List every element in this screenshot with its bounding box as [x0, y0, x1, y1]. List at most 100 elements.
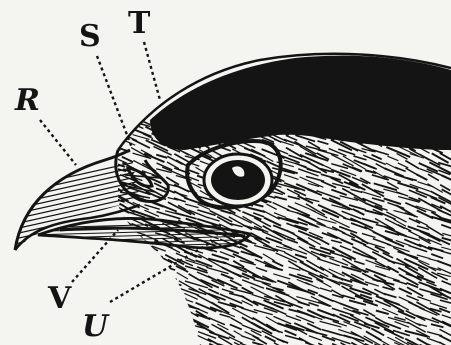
hatch-stroke: [340, 246, 351, 251]
hatch-stroke: [156, 155, 167, 158]
hatch-stroke: [112, 267, 123, 272]
hatch-stroke: [141, 294, 159, 302]
hatch-stroke: [153, 202, 177, 211]
hatch-stroke: [108, 261, 130, 271]
hatch-stroke: [112, 283, 130, 290]
hatch-stroke: [143, 308, 161, 315]
hatch-stroke: [208, 318, 224, 325]
hatch-stroke: [309, 336, 322, 341]
hatch-stroke: [354, 261, 365, 264]
hatch-stroke: [285, 331, 297, 336]
hatch-stroke: [152, 331, 175, 343]
hatch-stroke: [341, 240, 353, 245]
hatch-stroke: [431, 254, 443, 258]
hatch-stroke: [152, 300, 173, 310]
hatch-stroke: [141, 315, 161, 325]
hatch-stroke: [166, 274, 177, 280]
hatch-stroke: [166, 308, 178, 313]
hatch-stroke: [371, 328, 384, 335]
hatch-stroke: [155, 275, 167, 281]
hatch-stroke: [112, 254, 124, 260]
hatch-stroke: [372, 198, 385, 201]
hatch-stroke: [340, 303, 359, 310]
hatch-stroke: [175, 335, 189, 339]
hatch-stroke: [263, 254, 275, 261]
hatch-stroke: [167, 294, 186, 301]
hatch-stroke: [119, 323, 137, 328]
label-v: V: [47, 281, 72, 316]
hatch-stroke: [256, 267, 267, 271]
hatch-stroke: [167, 302, 178, 305]
hatch-stroke: [439, 329, 451, 335]
hatch-stroke: [110, 300, 132, 311]
hatch-stroke: [208, 289, 219, 294]
hatch-stroke: [132, 331, 147, 336]
hatch-stroke: [110, 120, 122, 124]
hatch-stroke: [382, 308, 398, 315]
hatch-stroke: [317, 141, 328, 144]
hatch-stroke: [113, 309, 126, 312]
hatch-stroke: [353, 209, 365, 215]
hatch-stroke: [244, 143, 256, 148]
hatch-stroke: [185, 204, 198, 208]
hatch-stroke: [306, 204, 325, 215]
hatch-stroke: [153, 316, 166, 322]
hatch-stroke: [107, 293, 122, 298]
hatch-stroke: [145, 267, 163, 275]
hatch-stroke: [164, 289, 187, 299]
hatch-stroke: [243, 225, 264, 231]
hatch-stroke: [319, 295, 334, 301]
hatch-stroke: [119, 317, 143, 329]
hatch-stroke: [406, 295, 419, 300]
hatch-stroke: [396, 192, 408, 196]
eye-iris: [211, 160, 265, 200]
hatch-stroke: [437, 261, 451, 269]
hatch-stroke: [376, 311, 389, 315]
hatch-stroke: [417, 338, 429, 345]
hatch-stroke: [134, 280, 148, 285]
hatch-stroke: [329, 258, 348, 265]
hatch-stroke: [286, 135, 297, 140]
hatch-stroke: [152, 322, 163, 327]
hatch-stroke: [431, 324, 443, 327]
hatch-stroke: [121, 251, 133, 257]
hatch-stroke: [383, 276, 399, 281]
hatch-stroke: [141, 322, 158, 329]
hatch-stroke: [108, 332, 123, 338]
hatch-stroke: [121, 331, 131, 334]
hatch-stroke: [442, 175, 451, 183]
hatch-stroke: [350, 189, 362, 192]
hatch-stroke: [273, 274, 290, 279]
hatch-stroke: [230, 324, 242, 329]
hatch-stroke: [332, 308, 354, 315]
hatch-stroke: [167, 325, 182, 330]
hatch-stroke: [122, 268, 142, 279]
hatch-stroke: [130, 311, 150, 321]
hatch-stroke: [153, 339, 174, 345]
hatch-stroke: [362, 233, 376, 237]
hatch-stroke: [277, 339, 288, 343]
hatch-stroke: [156, 289, 167, 295]
hatch-stroke: [113, 139, 123, 142]
hatch-stroke: [441, 247, 451, 250]
label-s: S: [79, 19, 101, 54]
hatch-stroke: [112, 246, 135, 257]
hatch-stroke: [144, 282, 163, 288]
hatch-stroke: [395, 167, 406, 171]
hatch-stroke: [157, 296, 174, 303]
hatch-stroke: [185, 329, 196, 335]
hatch-stroke: [145, 252, 163, 257]
hatch-stroke: [427, 338, 440, 343]
hatch-stroke: [109, 272, 123, 278]
hatch-stroke: [229, 217, 252, 230]
hatch-stroke: [133, 325, 150, 332]
hatch-stroke: [178, 330, 189, 337]
hatch-stroke: [417, 297, 431, 302]
hatch-stroke: [298, 302, 310, 306]
hatch-stroke: [363, 310, 375, 317]
hatch-stroke: [442, 281, 451, 286]
hatch-stroke: [133, 246, 147, 250]
label-u: U: [82, 309, 110, 344]
hatch-stroke: [132, 261, 145, 267]
